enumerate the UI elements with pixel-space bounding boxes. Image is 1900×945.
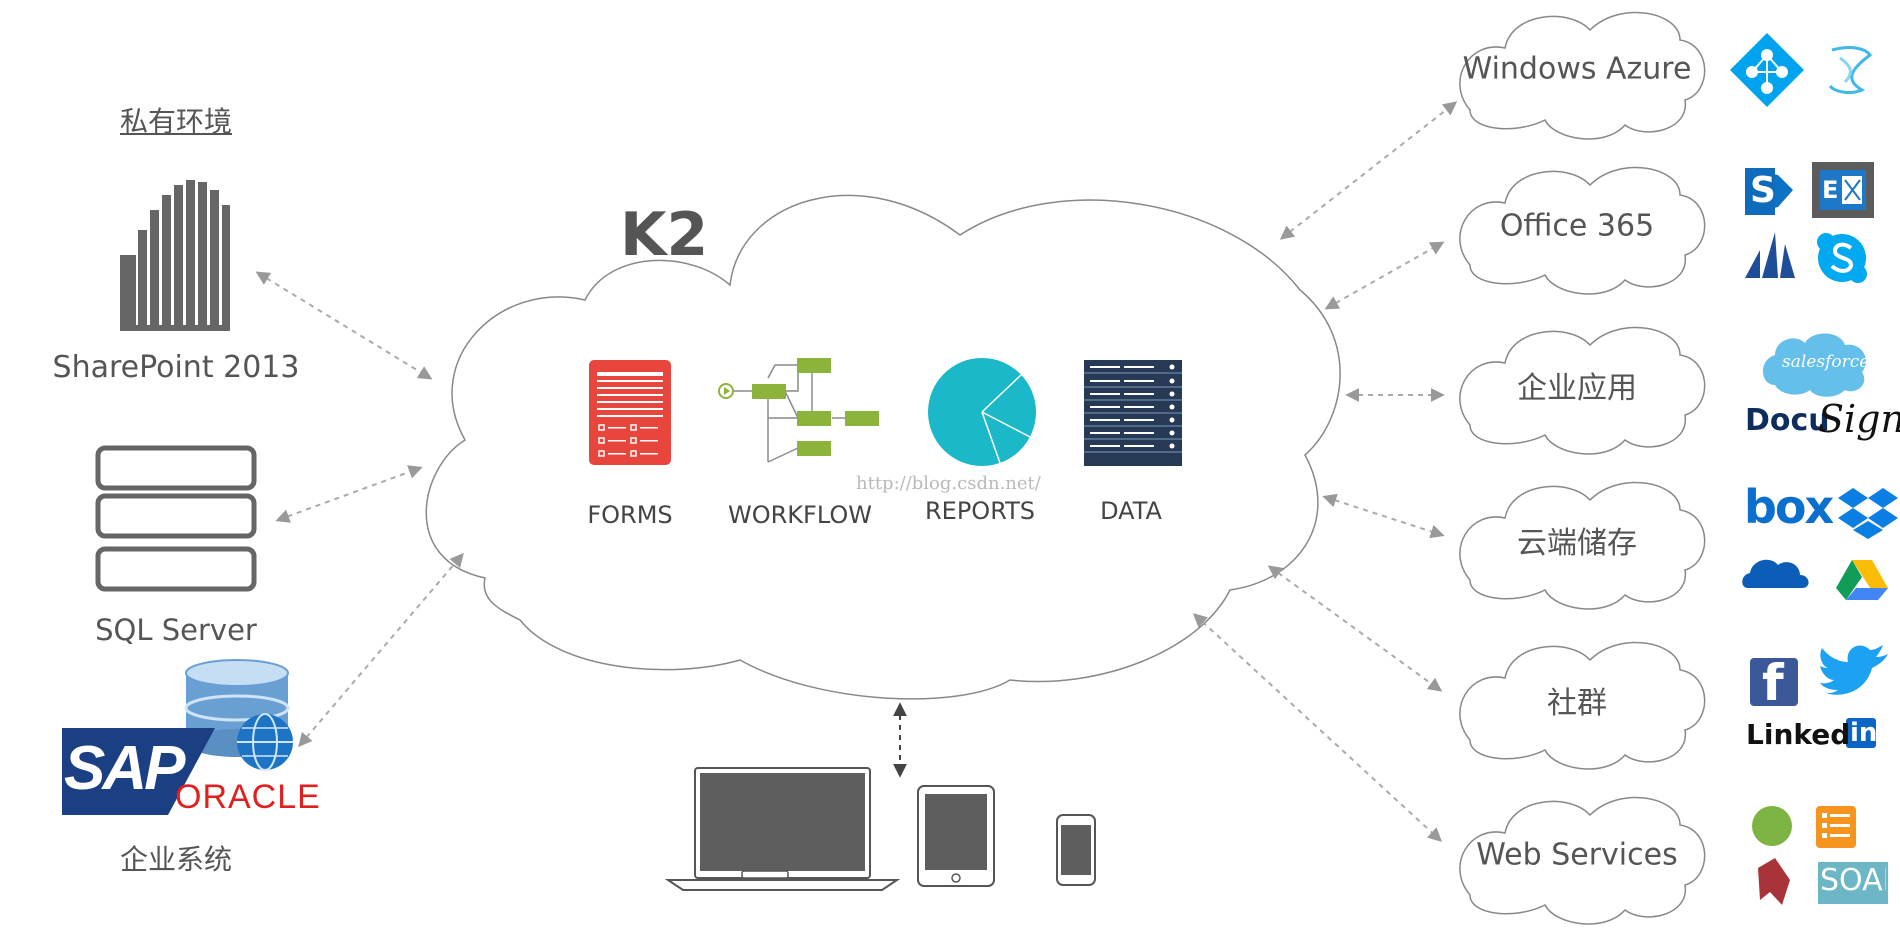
globe-icon (237, 713, 293, 771)
workflow-label: WORKFLOW (728, 501, 872, 529)
box-logo-text: box (1744, 480, 1834, 534)
enterprise-systems-label: 企业系统 (119, 843, 233, 876)
forms-label: FORMS (587, 501, 673, 529)
cloud-label-enterprise-apps: 企业应用 (1517, 371, 1637, 406)
building-icon (120, 180, 230, 331)
soap-text: SOAP (1820, 866, 1886, 898)
docusign-text-a: Docu (1745, 403, 1830, 438)
cloud-storage (1459, 481, 1706, 610)
data-icon (1084, 360, 1182, 466)
k2-cloud (425, 194, 1341, 700)
connector-arrows-right (1192, 101, 1458, 842)
soap-box (1818, 862, 1888, 904)
cloud-label-social: 社群 (1547, 686, 1607, 721)
linkedin-text-b: in (1850, 718, 1878, 748)
cloud-label-cloud-storage: 云端储存 (1517, 526, 1637, 561)
postman-tool-icon (1758, 858, 1790, 905)
cloud-web-services (1459, 796, 1706, 925)
laptop-icon (664, 767, 901, 891)
sharepoint-letter: S (1750, 170, 1776, 211)
reports-label: REPORTS (924, 497, 1036, 525)
workflow-icon (718, 358, 879, 463)
facebook-letter: f (1762, 654, 1784, 712)
k2-title: K2 (620, 200, 709, 270)
exchange-letter: E (1822, 176, 1839, 204)
twitter-icon (1820, 645, 1888, 695)
facebook-icon (1750, 658, 1798, 706)
phone-icon (1056, 814, 1096, 886)
forms-icon (589, 360, 671, 465)
cloud-label-web-services: Web Services (1476, 837, 1678, 873)
private-env-title: 私有环境 (119, 105, 233, 138)
oracle-logo: ORACLE (175, 778, 321, 816)
docusign-text-b: Sign (1818, 397, 1900, 441)
onedrive-icon (1742, 559, 1809, 588)
tablet-icon (917, 785, 995, 887)
skype-icon (1817, 233, 1867, 283)
cloud-label-office-365: Office 365 (1499, 208, 1655, 244)
watermark: http://blog.csdn.net/ (856, 473, 1041, 494)
sharepoint-icon (1745, 168, 1793, 215)
orange-list-icon (1816, 806, 1856, 848)
sharepoint-label: SharePoint 2013 (52, 350, 300, 385)
sap-logo-text: SAP (64, 734, 185, 803)
linkedin-badge (1846, 718, 1876, 748)
exchange-icon (1812, 162, 1874, 218)
dynamics-icon (1745, 232, 1795, 278)
cloud-windows-azure (1459, 11, 1706, 140)
azure-ribbon-icon (1828, 46, 1873, 95)
cloud-office-365 (1459, 166, 1706, 295)
data-label: DATA (1100, 497, 1162, 525)
connector-arrows-left (255, 271, 464, 748)
salesforce-text: salesforce (1782, 352, 1870, 372)
api-icon (1752, 806, 1792, 846)
database-stack-icon (95, 445, 257, 592)
cloud-label-windows-azure: Windows Azure (1462, 51, 1692, 87)
dropbox-icon (1838, 488, 1898, 539)
azure-ad-icon (1730, 33, 1804, 107)
linkedin-text-a: Linked (1746, 718, 1851, 751)
cloud-enterprise-apps (1459, 326, 1706, 455)
sap-logo (62, 728, 215, 815)
google-drive-icon (1836, 560, 1888, 600)
reports-icon (928, 358, 1036, 466)
sql-server-label: SQL Server (95, 613, 257, 647)
salesforce-logo (1762, 333, 1866, 397)
cloud-social (1459, 641, 1706, 770)
